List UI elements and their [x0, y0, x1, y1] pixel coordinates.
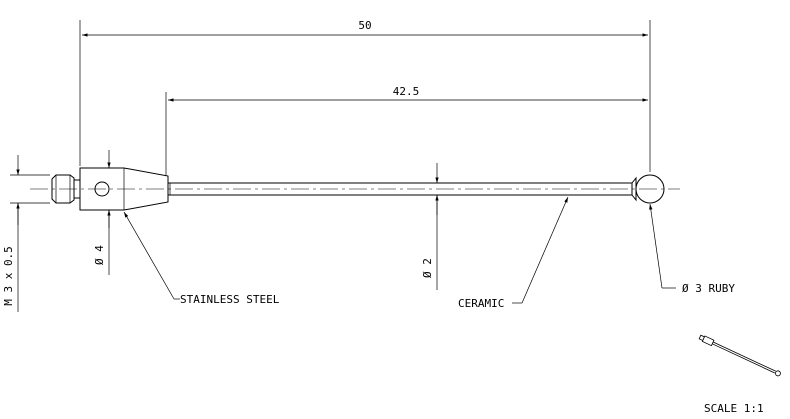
shaft-length-label: 42.5: [393, 85, 420, 98]
dimension-thread: M 3 x 0.5: [2, 155, 50, 312]
dimension-overall-length: 50: [79, 19, 651, 172]
callout-ceramic: CERAMIC: [458, 196, 569, 310]
stylus-outline: [51, 167, 665, 211]
thread-label: M 3 x 0.5: [2, 246, 15, 306]
shaft-diameter-label: Ø 2: [421, 258, 434, 278]
dimension-body-diameter: Ø 4: [93, 150, 111, 275]
ceramic-shaft: [167, 182, 633, 196]
body-diameter-label: Ø 4: [93, 245, 106, 265]
ruby-ball: [635, 174, 665, 204]
thread-section: [51, 174, 75, 204]
scale-miniature: SCALE 1:1: [698, 334, 781, 415]
callout-stainless-steel: STAINLESS STEEL: [123, 211, 280, 306]
dimension-shaft-length: 42.5: [165, 85, 648, 176]
scale-label: SCALE 1:1: [704, 402, 764, 415]
stainless-steel-label: STAINLESS STEEL: [180, 293, 280, 306]
callout-ruby: Ø 3 RUBY: [649, 203, 735, 295]
ruby-label: Ø 3 RUBY: [682, 282, 735, 295]
wrench-hole: [94, 181, 110, 197]
overall-length-label: 50: [358, 19, 371, 32]
dimension-shaft-diameter: Ø 2: [421, 163, 439, 290]
ceramic-label: CERAMIC: [458, 297, 504, 310]
